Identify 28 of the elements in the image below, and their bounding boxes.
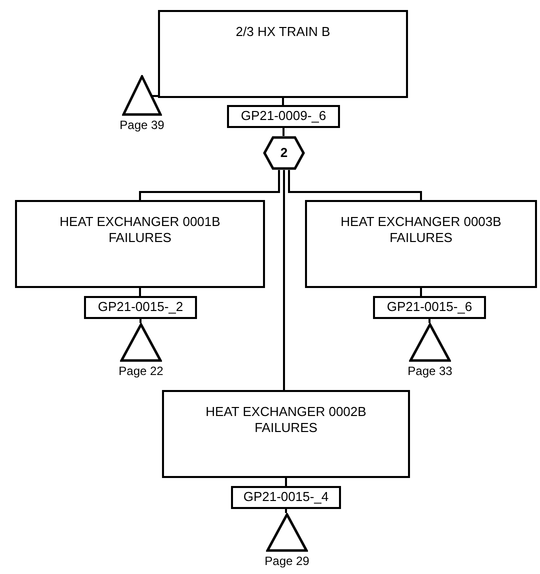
- event-id-box: GP21-0009-_6: [227, 105, 340, 128]
- connector-line: [288, 170, 422, 200]
- event-id-box: GP21-0015-_2: [84, 296, 197, 319]
- gate-number: 2: [280, 144, 288, 162]
- transfer-triangle: [122, 75, 162, 116]
- connector-line: [420, 288, 422, 296]
- page-reference: Page 22: [118, 365, 164, 377]
- connector-line: [139, 288, 141, 296]
- event-box: HEAT EXCHANGER 0003B FAILURES: [305, 200, 537, 288]
- event-box: HEAT EXCHANGER 0001B FAILURES: [15, 200, 265, 288]
- connector-line: [282, 98, 284, 105]
- connector-line: [139, 170, 280, 200]
- transfer-triangle: [120, 323, 162, 362]
- transfer-triangle: [409, 323, 451, 362]
- event-id-box: GP21-0015-_4: [231, 486, 341, 509]
- page-reference: Page 29: [264, 555, 310, 567]
- event-id-box: GP21-0015-_6: [373, 296, 486, 319]
- event-box: 2/3 HX TRAIN B: [158, 10, 408, 98]
- connector-line: [140, 319, 142, 323]
- connector-line: [428, 319, 430, 323]
- connector-line: [285, 509, 287, 513]
- connector-line: [282, 128, 284, 136]
- page-reference: Page 39: [118, 119, 166, 131]
- transfer-triangle: [266, 513, 308, 552]
- connector-line: [285, 478, 287, 486]
- connector-line: [283, 170, 285, 390]
- event-box: HEAT EXCHANGER 0002B FAILURES: [162, 390, 410, 478]
- page-reference: Page 33: [406, 365, 454, 377]
